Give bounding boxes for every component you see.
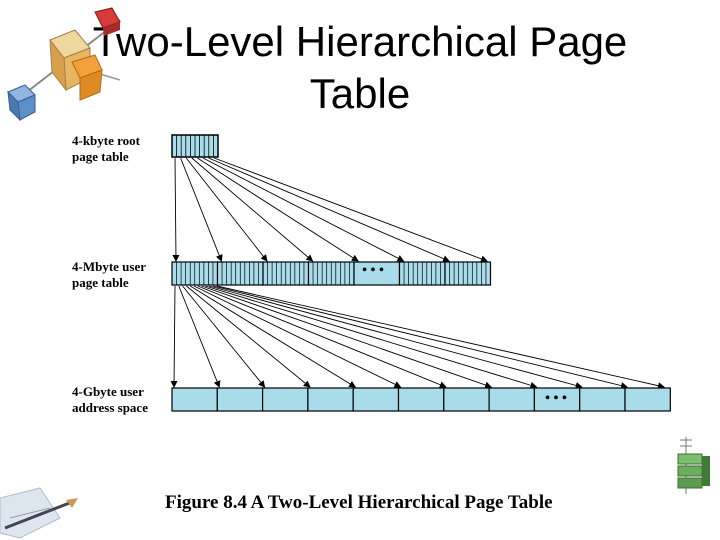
address-page-block [307,387,354,412]
user-to-address-arrow [189,285,357,388]
stacked-cubes-icon [7,7,121,122]
root-label-line2: page table [72,149,129,164]
address-page-block [262,387,309,412]
root-page-table [171,134,219,158]
user-to-address-arrow [212,285,628,389]
user-table-ellipsis: • • • [362,263,384,278]
address-page-block [488,387,536,412]
address-page-block [579,387,626,412]
address-page-block [352,387,400,412]
user-to-address-arrow [178,285,221,388]
root-label-line1: 4-kbyte root [72,133,141,148]
user-label-line2: page table [72,275,129,290]
address-page-block [624,387,671,412]
user-address-space [171,387,671,412]
address-space-label: 4-Gbyte user address space [72,384,148,416]
user-table-label: 4-Mbyte user page table [72,259,146,291]
address-page-block [216,387,264,412]
addr-label-line1: 4-Gbyte user [72,384,144,399]
address-page-block [397,387,445,412]
figure-caption: Figure 8.4 A Two-Level Hierarchical Page… [165,492,553,513]
root-to-user-arrow [172,157,180,262]
user-label-line1: 4-Mbyte user [72,259,147,274]
root-table-label: 4-kbyte root page table [72,133,140,165]
stacked-blocks-icon [677,437,710,494]
user-to-address-arrow [170,285,178,388]
user-to-address-arrow [205,285,538,389]
pencil-sketch-icon [0,487,78,539]
user-to-address-arrow [193,285,402,388]
slide-title-line1: Two-Level Hierarchical Page [92,18,628,65]
user-to-address-arrow [197,285,447,388]
address-page-block [171,387,218,412]
user-to-address-arrow [182,285,266,388]
user-to-address-arrow [216,285,665,390]
root-to-user-arrow [197,157,359,262]
mapping-arrows [170,157,665,390]
addr-label-line2: address space [72,400,148,415]
root-to-user-arrow [191,157,314,262]
user-to-address-arrow [209,285,583,389]
address-space-ellipsis: • • • [545,391,567,406]
address-page-block [443,387,490,412]
root-to-user-arrow [208,157,450,262]
user-to-address-arrow [201,285,493,389]
user-page-table [171,261,492,286]
root-to-user-arrow [214,157,488,263]
user-to-address-arrow [186,285,311,388]
slide-title-line2: Table [309,70,411,117]
root-to-user-arrow [180,157,223,262]
root-to-user-arrow [202,157,405,262]
root-to-user-arrow [185,157,268,262]
